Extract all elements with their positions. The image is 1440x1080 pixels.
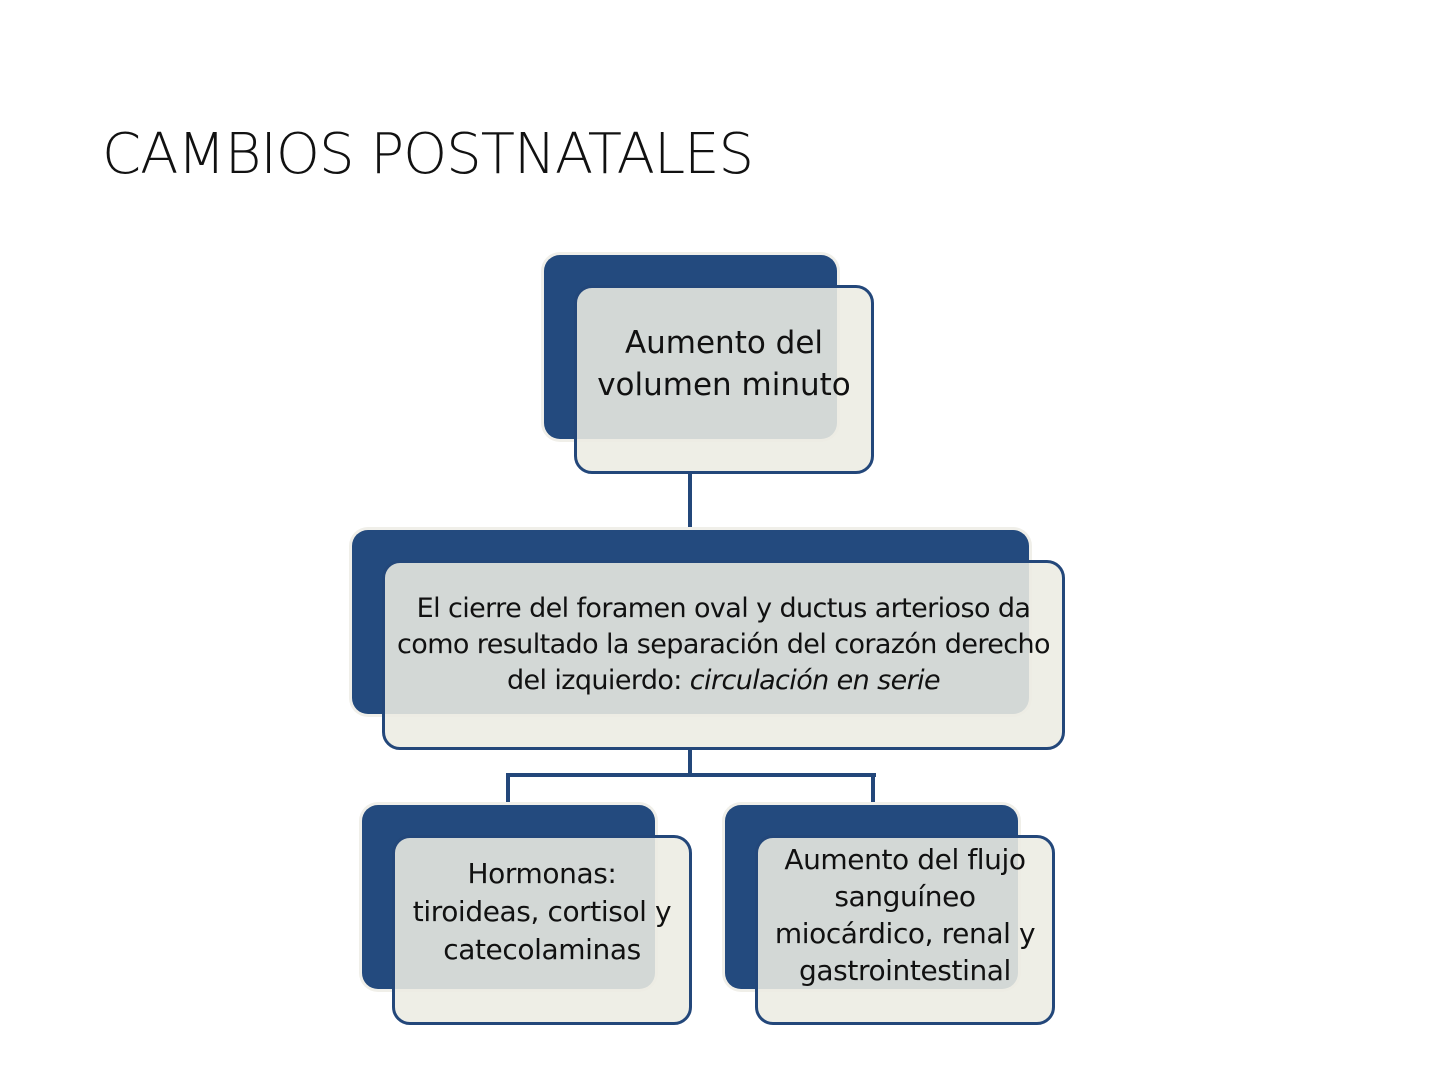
slide-title: CAMBIOS POSTNATALES: [102, 122, 754, 187]
right-node-line1: Aumento del flujo: [784, 843, 1026, 876]
connector-middle-down: [688, 748, 692, 776]
left-node-line2: tiroideas, cortisol y: [412, 895, 672, 928]
middle-node: El cierre del foramen oval y ductus arte…: [382, 560, 1065, 750]
middle-node-emphasis: circulación en serie: [689, 665, 941, 696]
top-node: Aumento del volumen minuto: [574, 285, 874, 474]
middle-node-line3: del izquierdo:: [506, 665, 690, 696]
connector-right-down: [871, 773, 875, 803]
connector-top-middle: [688, 472, 692, 530]
connector-horizontal: [506, 773, 876, 777]
left-node-line1: Hormonas:: [467, 857, 617, 890]
left-node: Hormonas: tiroideas, cortisol y catecola…: [392, 835, 692, 1025]
right-node: Aumento del flujo sanguíneo miocárdico, …: [755, 835, 1055, 1025]
middle-node-line2: como resultado la separación del corazón…: [397, 629, 1051, 660]
right-node-line4: gastrointestinal: [799, 954, 1011, 987]
middle-node-line1: El cierre del foramen oval y ductus arte…: [416, 593, 1031, 624]
connector-left-down: [506, 773, 510, 803]
right-node-line2: sanguíneo: [834, 880, 976, 913]
top-node-line2: volumen minuto: [597, 366, 851, 403]
right-node-line3: miocárdico, renal y: [774, 917, 1036, 950]
top-node-line1: Aumento del: [624, 324, 824, 361]
left-node-line3: catecolaminas: [443, 933, 641, 966]
